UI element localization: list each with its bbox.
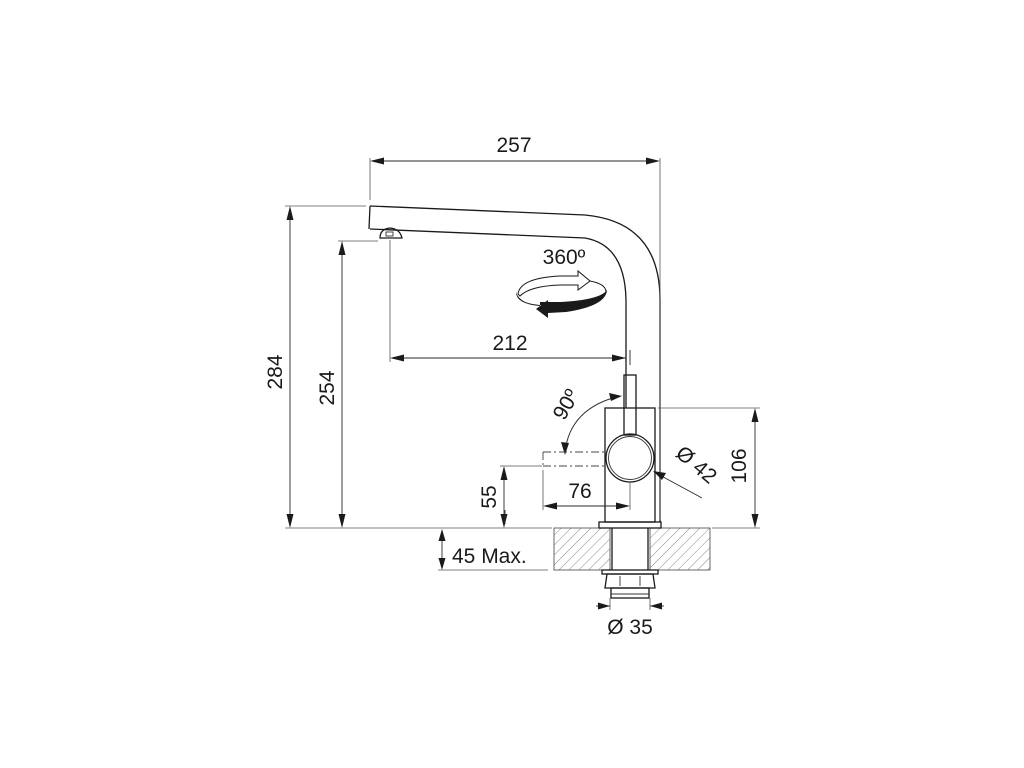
- dim-spout-reach-overall: [369, 157, 661, 520]
- faucet-body: [368, 205, 662, 599]
- rotation-360-arrow-icon: [516, 269, 607, 318]
- label-360: 360º: [543, 246, 586, 269]
- dim-lever-length: [542, 470, 631, 510]
- label-254: 254: [316, 370, 339, 405]
- label-55: 55: [478, 485, 501, 508]
- dim-lever-height: [500, 465, 542, 528]
- dim-overall-height: [285, 205, 366, 528]
- dim-spout-reach-outlet: [389, 240, 631, 365]
- label-212: 212: [492, 332, 527, 355]
- dim-mounting-hole: [596, 598, 664, 610]
- dim-body-diameter: [653, 471, 703, 499]
- label-45-max: 45 Max.: [452, 545, 527, 568]
- label-diameter-35: Ø 35: [607, 616, 653, 639]
- dim-outlet-height: [338, 240, 378, 528]
- label-106: 106: [728, 448, 751, 483]
- countertop: [285, 527, 760, 571]
- label-76: 76: [568, 480, 591, 503]
- dim-max-counter-thickness: [438, 510, 506, 570]
- dim-lever-angle: [542, 393, 622, 467]
- aerator: [379, 227, 403, 239]
- label-284: 284: [264, 354, 287, 389]
- body-cylinder-circle: [605, 433, 655, 483]
- label-257: 257: [496, 134, 531, 157]
- dim-body-height: [658, 407, 760, 528]
- label-diameter-42: Ø 42: [671, 442, 721, 489]
